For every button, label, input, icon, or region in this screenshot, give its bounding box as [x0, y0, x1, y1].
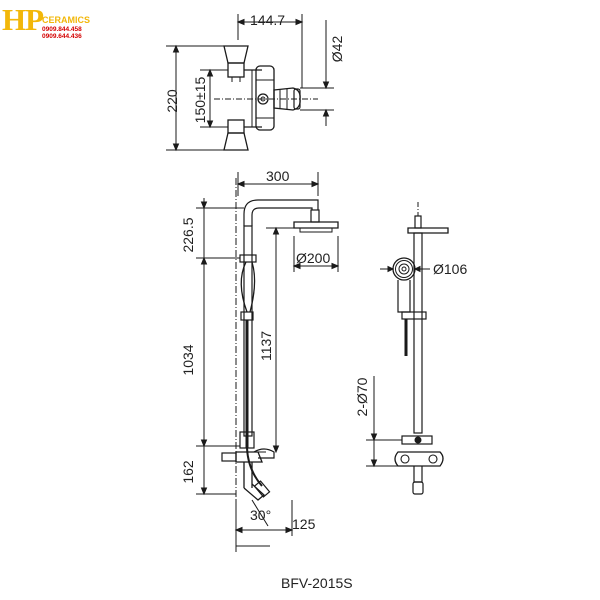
front-view-dimension-lines: [196, 172, 340, 552]
dim-head-drop: 226.5: [180, 217, 196, 252]
logo-subtitle: CERAMICS: [42, 15, 91, 25]
logo-phone-1: 0909.844.458: [42, 26, 82, 33]
top-view-dimension-lines: [166, 14, 334, 152]
dim-hand-dia: Ø106: [433, 261, 467, 277]
side-view-dimension-lines: [366, 265, 430, 468]
model-number: BFV-2015S: [281, 575, 353, 591]
dim-arm-reach: 300: [266, 168, 290, 184]
shower-side-view: [392, 202, 449, 495]
dim-top-height: 220: [164, 89, 180, 113]
logo-phone-2: 0909.644.436: [42, 33, 82, 40]
dim-head-dia: Ø200: [296, 250, 330, 266]
dim-top-spacing: 150±15: [192, 76, 208, 123]
dim-top-dia: Ø42: [329, 36, 345, 63]
logo-mark: HP: [2, 2, 44, 37]
dim-outlet-dia: 2-Ø70: [354, 377, 370, 416]
dim-spout-angle: 30°: [250, 507, 271, 523]
dim-mixer-height: 162: [180, 460, 196, 484]
dim-top-width: 144.7: [250, 12, 285, 28]
dim-total-height: 1137: [258, 331, 274, 361]
dim-rail-length: 1034: [180, 344, 196, 375]
shower-front-view: [221, 199, 339, 501]
dim-spout-reach: 125: [292, 516, 316, 532]
mixer-top-view: [223, 45, 301, 151]
